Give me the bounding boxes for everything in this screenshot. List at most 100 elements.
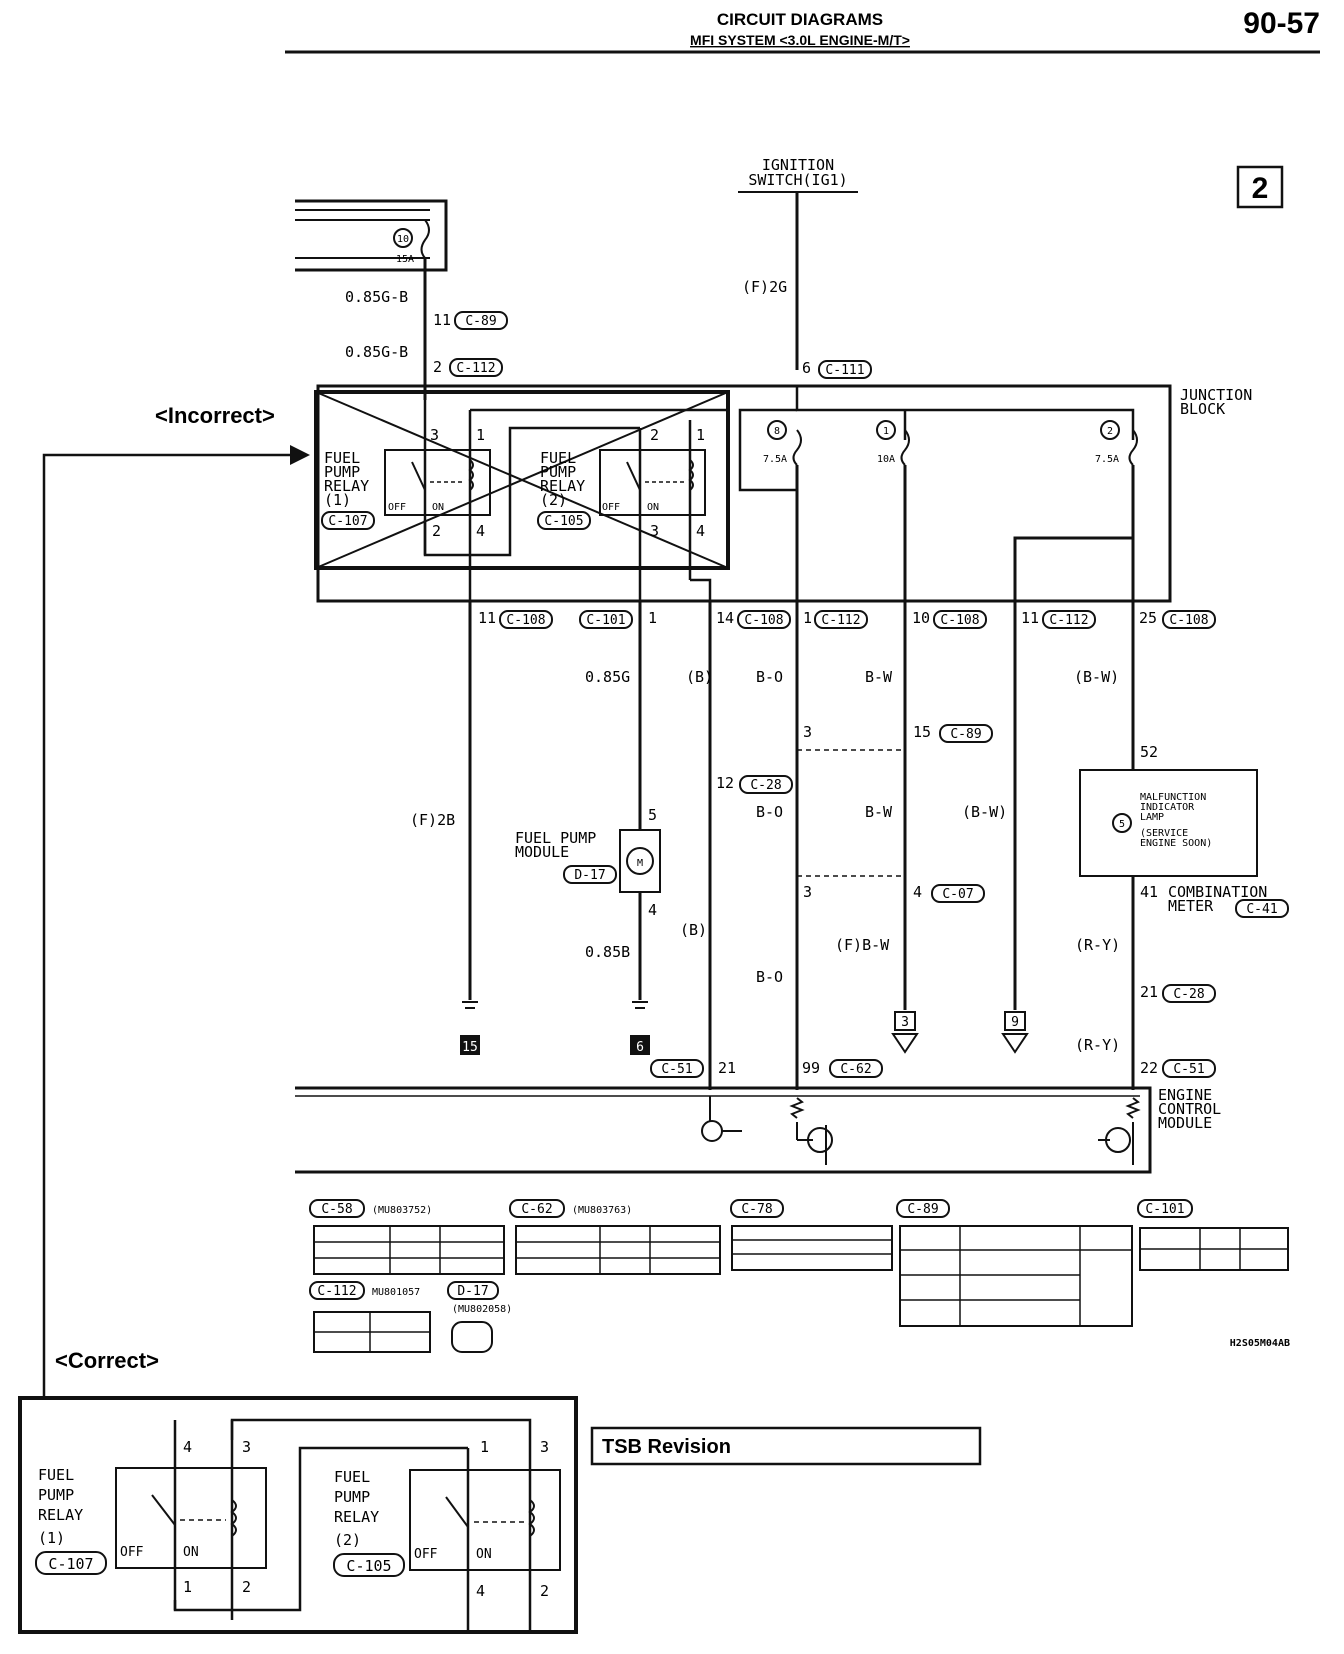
relay1-incorrect-label: FUEL (324, 449, 360, 467)
svg-text:PUMP: PUMP (38, 1486, 74, 1504)
svg-text:(F)B-W: (F)B-W (835, 936, 890, 954)
page-title: CIRCUIT DIAGRAMS (717, 10, 883, 29)
svg-text:2: 2 (1107, 426, 1113, 437)
correct-relay-area: FUEL PUMP RELAY (1) C-107 OFF ON 4 3 1 2… (18, 1396, 578, 1634)
svg-text:C-107: C-107 (328, 514, 367, 529)
fuse-10-icon (420, 219, 430, 259)
svg-text:C-105: C-105 (346, 1557, 391, 1575)
svg-text:MODULE: MODULE (515, 843, 569, 861)
malfunction-indicator-lamp: 5 MALFUNCTION INDICATOR LAMP (SERVICE EN… (1079, 769, 1258, 1090)
svg-text:C-62: C-62 (840, 1062, 871, 1077)
svg-text:COMBINATION: COMBINATION (1168, 883, 1267, 901)
svg-text:C-112: C-112 (821, 613, 860, 628)
svg-text:4: 4 (476, 1582, 485, 1600)
top-fuse-box: 10 15A (295, 199, 448, 272)
svg-text:C-62: C-62 (521, 1202, 552, 1217)
wire-085gb-1: 0.85G-B (345, 288, 408, 306)
svg-text:(MU803763): (MU803763) (572, 1205, 632, 1216)
svg-text:(F)2B: (F)2B (410, 811, 455, 829)
incorrect-relay-area: FUEL PUMP RELAY (1) C-107 OFF ON 3 1 2 4… (314, 390, 730, 600)
page-number: 90-57 (1243, 7, 1320, 40)
svg-text:LAMP: LAMP (1140, 812, 1164, 823)
tsb-revision-box: TSB Revision (590, 1426, 982, 1466)
svg-text:4: 4 (696, 522, 705, 540)
ecm-resistor-2 (1125, 1097, 1141, 1119)
svg-text:(2): (2) (334, 1531, 361, 1549)
motor-icon (626, 847, 654, 875)
svg-text:RELAY: RELAY (540, 477, 585, 495)
svg-text:C-41: C-41 (1246, 902, 1277, 917)
svg-text:C-108: C-108 (744, 613, 783, 628)
svg-text:3: 3 (430, 426, 439, 444)
svg-text:1: 1 (480, 1438, 489, 1456)
connector-d17-view: D-17 (MU802058) (447, 1281, 512, 1353)
jb-output-pins: 11 C-108 C-101 1 14 C-108 1 C-112 10 C-1… (468, 600, 1216, 1090)
ignition-pin: 6 (802, 359, 811, 377)
svg-text:D-17: D-17 (574, 868, 605, 883)
svg-text:MODULE: MODULE (1158, 1114, 1212, 1132)
junction-block-label-1: JUNCTION (1180, 386, 1252, 404)
svg-text:ON: ON (647, 502, 659, 513)
svg-text:C-107: C-107 (48, 1555, 93, 1573)
svg-text:C-108: C-108 (1169, 613, 1208, 628)
svg-text:21: 21 (718, 1059, 736, 1077)
svg-text:C-112: C-112 (317, 1284, 356, 1299)
svg-text:C-108: C-108 (506, 613, 545, 628)
svg-text:B-O: B-O (756, 668, 783, 686)
svg-text:(B): (B) (680, 921, 707, 939)
wire-labels: 0.85G (B) B-O B-W (B-W) (F)2B B-O B-W (B… (410, 668, 1120, 1054)
svg-text:5: 5 (648, 806, 657, 824)
svg-text:(1): (1) (38, 1529, 65, 1547)
svg-text:6: 6 (636, 1040, 644, 1055)
svg-text:MU801057: MU801057 (372, 1287, 420, 1298)
svg-text:2: 2 (540, 1582, 549, 1600)
svg-text:(R-Y): (R-Y) (1075, 1036, 1120, 1054)
svg-text:C-28: C-28 (1173, 987, 1204, 1002)
svg-text:4: 4 (913, 883, 922, 901)
svg-text:7.5A: 7.5A (763, 454, 787, 465)
revision-arrow (42, 445, 310, 1398)
svg-text:ON: ON (476, 1547, 492, 1562)
svg-text:3: 3 (650, 522, 659, 540)
svg-text:C-78: C-78 (741, 1202, 772, 1217)
svg-text:OFF: OFF (414, 1547, 438, 1562)
svg-text:8: 8 (774, 426, 780, 437)
svg-text:2: 2 (433, 358, 442, 376)
svg-text:OFF: OFF (602, 502, 620, 513)
figure-id: H2S05M04AB (1230, 1338, 1290, 1349)
svg-text:ON: ON (183, 1545, 199, 1560)
ecm-resistor-1 (789, 1097, 805, 1119)
svg-text:52: 52 (1140, 743, 1158, 761)
junction-block-label-2: BLOCK (1180, 400, 1225, 418)
svg-text:9: 9 (1011, 1015, 1019, 1030)
svg-text:RELAY: RELAY (334, 1508, 379, 1526)
relay2-incorrect-label: FUEL (540, 449, 576, 467)
svg-text:ENGINE: ENGINE (1158, 1086, 1212, 1104)
svg-text:C-105: C-105 (544, 514, 583, 529)
svg-text:(MU802058): (MU802058) (452, 1304, 512, 1315)
svg-text:1: 1 (696, 426, 705, 444)
svg-text:RELAY: RELAY (324, 477, 369, 495)
svg-text:1: 1 (883, 426, 889, 437)
svg-text:C-101: C-101 (586, 613, 625, 628)
svg-text:4: 4 (476, 522, 485, 540)
svg-text:3: 3 (803, 883, 812, 901)
svg-text:INDICATOR: INDICATOR (1140, 802, 1195, 813)
ecm-input-symbol (701, 1120, 723, 1142)
page-header: CIRCUIT DIAGRAMS MFI SYSTEM <3.0L ENGINE… (285, 7, 1320, 54)
connector-c112-view: C-112 MU801057 (309, 1281, 431, 1353)
svg-text:(B-W): (B-W) (962, 803, 1007, 821)
svg-text:5: 5 (1119, 819, 1125, 830)
svg-text:21: 21 (1140, 983, 1158, 1001)
mid-connectors: 3 15 C-89 12 C-28 3 4 C-07 52 41 21 C-28… (648, 723, 1216, 1003)
svg-text:2: 2 (242, 1578, 251, 1596)
svg-text:C-111: C-111 (825, 363, 864, 378)
svg-text:1: 1 (476, 426, 485, 444)
svg-text:D-17: D-17 (457, 1284, 488, 1299)
svg-text:(SERVICE: (SERVICE (1140, 828, 1188, 839)
svg-text:1: 1 (183, 1578, 192, 1596)
connector-c62-view: C-62 (MU803763) (509, 1199, 721, 1275)
svg-text:C-89: C-89 (907, 1202, 938, 1217)
svg-text:0.85B: 0.85B (585, 943, 630, 961)
